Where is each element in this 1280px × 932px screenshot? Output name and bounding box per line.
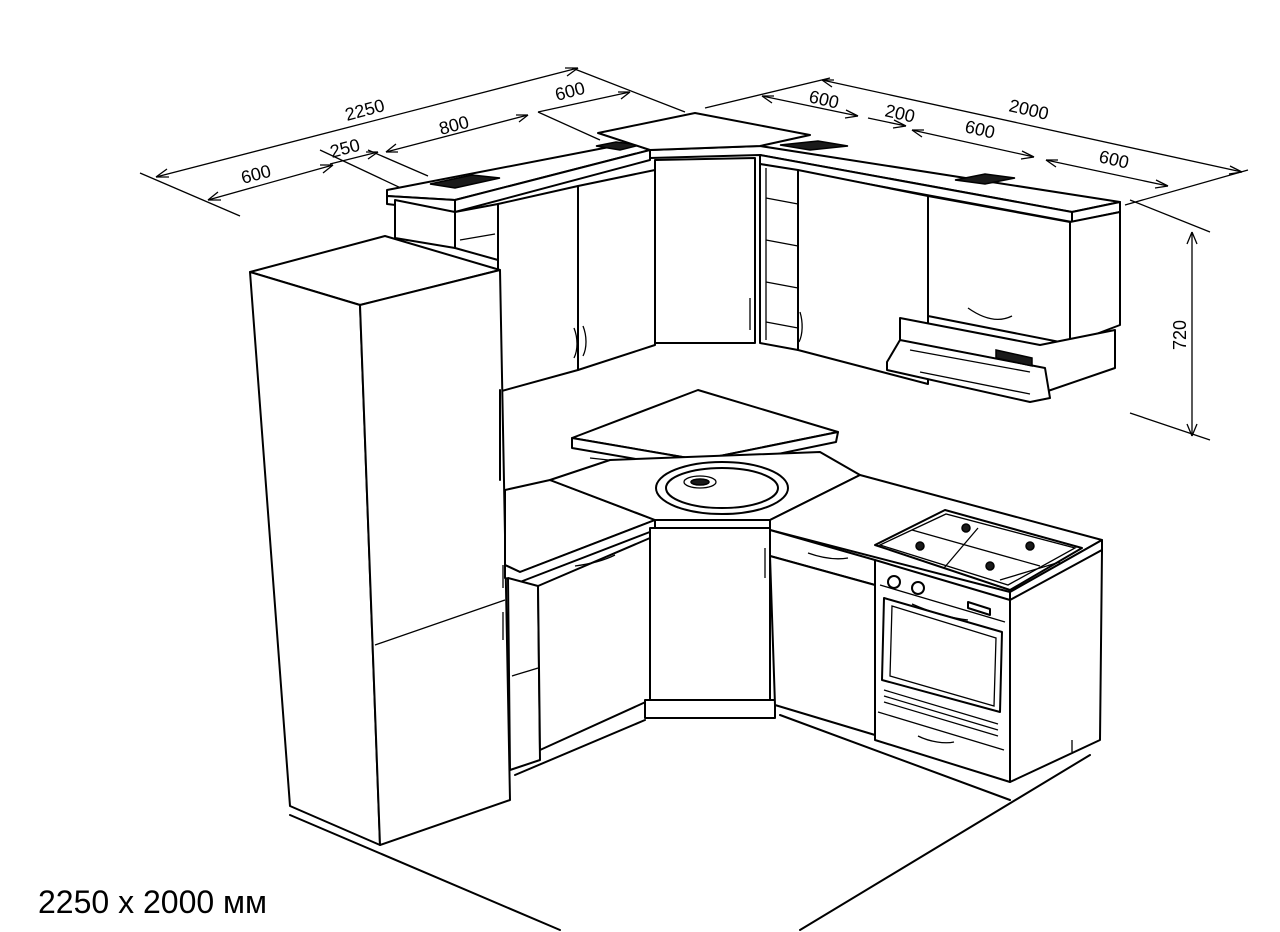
dim-total-left: 2250 [343, 95, 387, 125]
base-cabinets [504, 451, 1103, 801]
gas-hob [874, 509, 1083, 591]
corner-sink [655, 461, 789, 515]
range-hood [886, 317, 1116, 403]
floor-lines [289, 754, 1091, 931]
dim-total-right: 2000 [1007, 95, 1051, 123]
fridge [249, 235, 511, 846]
dim-height-upper: 720 [1170, 320, 1190, 350]
dim-left-corner: 600 [553, 78, 587, 105]
dim-right-hood: 600 [1097, 146, 1131, 172]
dim-right-cabinet: 600 [963, 116, 997, 142]
plan-size-caption: 2250 x 2000 мм [38, 884, 268, 920]
dim-right-corner: 600 [807, 86, 841, 112]
dim-left-cabinets: 800 [437, 112, 471, 139]
dimension-lines [139, 67, 1249, 441]
